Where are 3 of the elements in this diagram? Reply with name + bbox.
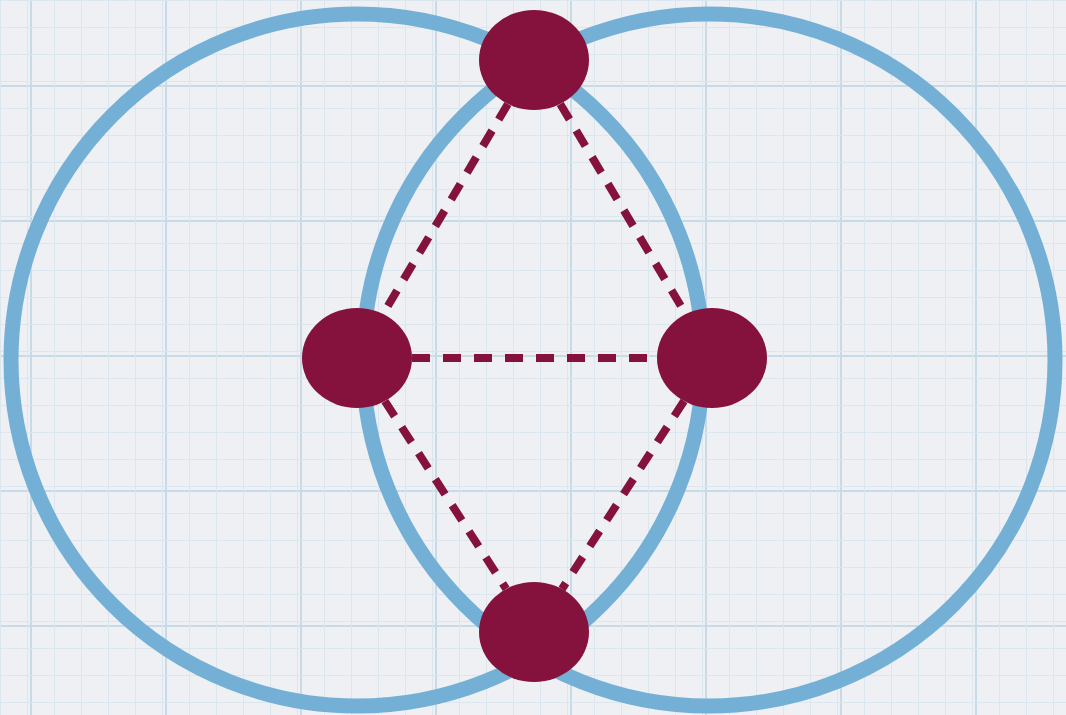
dot-node [479,582,589,682]
dashed-connector [558,398,688,592]
dashed-connector [381,398,510,592]
